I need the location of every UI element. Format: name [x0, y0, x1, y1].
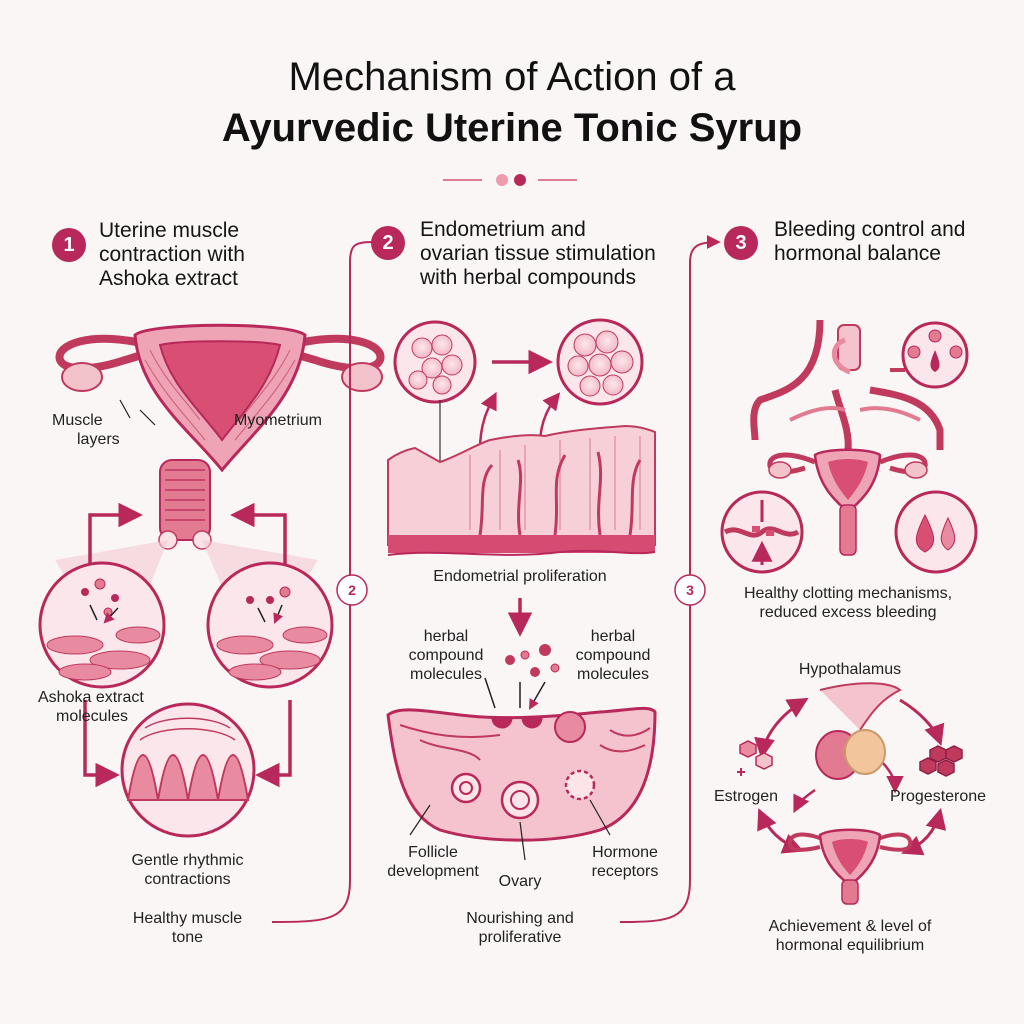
small-uterus — [790, 830, 910, 904]
label-contractions: Gentle rhythmic contractions — [100, 851, 275, 889]
label-herbal-left-1: herbal — [398, 627, 494, 646]
label-follicle: Follicle development — [378, 843, 488, 881]
label-muscle-tone: Healthy muscle tone — [105, 909, 270, 947]
step-2-title-line-1: Endometrium and — [420, 218, 656, 242]
label-receptors-1: Hormone — [575, 843, 675, 862]
label-nourishing-1: Nourishing and — [440, 909, 600, 928]
cycle-arrow-4 — [260, 700, 290, 775]
step-3-title: Bleeding control and hormonal balance — [774, 218, 965, 266]
label-equilibrium: Achievement & level of hormonal equilibr… — [735, 917, 965, 955]
step-2-title-line-2: ovarian tissue stimulation — [420, 242, 656, 266]
step-1-title-line-3: Ashoka extract — [99, 267, 245, 291]
connector-number-3: 3 — [675, 581, 705, 600]
platelet-circle — [903, 323, 967, 387]
label-herbal-left: herbal compound molecules — [398, 627, 494, 684]
label-muscle-layers-2: layers — [52, 430, 120, 449]
step-2-title-line-3: with herbal compounds — [420, 266, 656, 290]
step-2-title: Endometrium and ovarian tissue stimulati… — [420, 218, 656, 290]
label-hormone-receptors: Hormone receptors — [575, 843, 675, 881]
progesterone-hexagons — [920, 746, 962, 776]
connector-number-2: 2 — [337, 581, 367, 600]
page-title-line-2: Ayurvedic Uterine Tonic Syrup — [0, 104, 1024, 152]
label-herbal-right-2: compound — [565, 646, 661, 665]
page-title-line-1: Mechanism of Action of a — [0, 53, 1024, 101]
cell-cluster-before — [395, 322, 475, 402]
label-clotting: Healthy clotting mechanisms, reduced exc… — [718, 584, 978, 622]
step-3-title-line-2: hormonal balance — [774, 242, 965, 266]
label-clotting-2: reduced excess bleeding — [718, 603, 978, 622]
label-estrogen: Estrogen — [714, 787, 778, 806]
label-nourishing-2: proliferative — [440, 928, 600, 947]
blood-drops-circle — [896, 492, 976, 572]
step-1-title: Uterine muscle contraction with Ashoka e… — [99, 219, 245, 291]
label-clotting-1: Healthy clotting mechanisms, — [718, 584, 978, 603]
cell-cluster-after — [558, 320, 642, 404]
label-herbal-right-1: herbal — [565, 627, 661, 646]
hypothalamus-gland — [816, 683, 900, 779]
endometrium-tissue — [388, 426, 655, 555]
label-herbal-right: herbal compound molecules — [565, 627, 661, 684]
label-ashoka-2: molecules — [38, 707, 144, 726]
label-muscle-layers: Muscle layers — [52, 411, 120, 449]
step-3-title-line-1: Bleeding control and — [774, 218, 965, 242]
muscle-cells-circle-left — [40, 563, 164, 687]
muscle-cells-circle-right — [208, 563, 332, 687]
label-nourishing: Nourishing and proliferative — [440, 909, 600, 947]
label-contractions-2: contractions — [100, 870, 275, 889]
label-muscle-layers-1: Muscle — [52, 411, 120, 430]
step-1-title-line-1: Uterine muscle — [99, 219, 245, 243]
label-herbal-right-3: molecules — [565, 665, 661, 684]
label-receptors-2: receptors — [575, 862, 675, 881]
label-herbal-left-2: compound — [398, 646, 494, 665]
label-equilibrium-2: hormonal equilibrium — [735, 936, 965, 955]
label-progesterone: Progesterone — [890, 787, 986, 806]
label-ashoka-molecules: Ashoka extract molecules — [38, 688, 144, 726]
label-ovary: Ovary — [490, 872, 550, 891]
title-divider — [440, 168, 580, 192]
label-follicle-1: Follicle — [378, 843, 488, 862]
label-tone-1: Healthy muscle — [105, 909, 270, 928]
label-tone-2: tone — [105, 928, 270, 947]
step-3-badge: 3 — [724, 226, 758, 260]
label-contractions-1: Gentle rhythmic — [100, 851, 275, 870]
step-2-badge: 2 — [371, 226, 405, 260]
clotting-circle — [722, 492, 802, 572]
step-1-badge: 1 — [52, 228, 86, 262]
label-endometrial-proliferation: Endometrial proliferation — [400, 567, 640, 586]
step-1-title-line-2: contraction with — [99, 243, 245, 267]
label-myometrium: Myometrium — [234, 411, 322, 430]
estrogen-hexagons — [737, 741, 772, 776]
label-equilibrium-1: Achievement & level of — [735, 917, 965, 936]
label-follicle-2: development — [378, 862, 488, 881]
label-herbal-left-3: molecules — [398, 665, 494, 684]
ovary-illustration — [388, 708, 655, 860]
label-hypothalamus: Hypothalamus — [770, 660, 930, 679]
herbal-molecules — [485, 644, 559, 708]
label-ashoka-1: Ashoka extract — [38, 688, 144, 707]
